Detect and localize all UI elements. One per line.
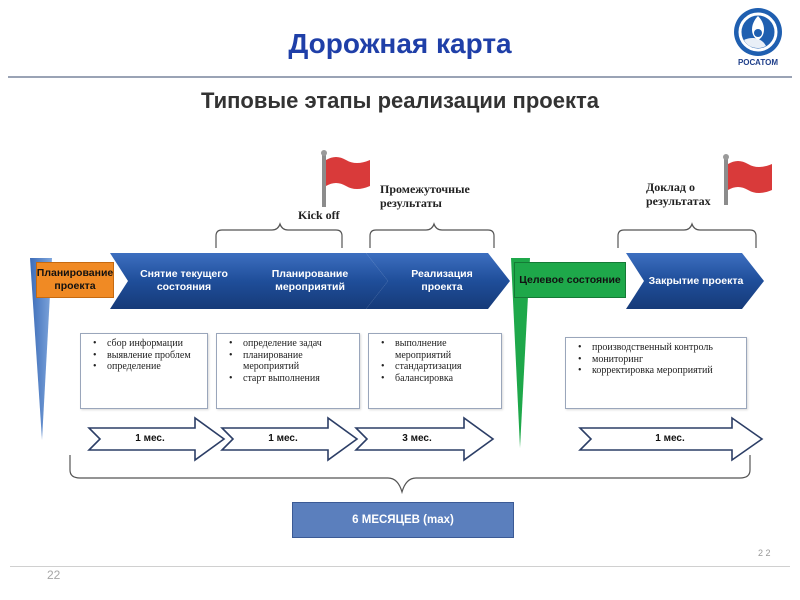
- kickoff-label: Kick off: [298, 208, 340, 222]
- list-item: производственный контроль: [578, 342, 746, 354]
- chevron-activity-planning: [226, 253, 388, 309]
- brace-report: [617, 222, 757, 248]
- report-results-label: Доклад о результатах: [646, 180, 711, 208]
- page-number: 22: [47, 568, 61, 582]
- brace-intermediate: [369, 222, 495, 248]
- logo-text: РОСАТОМ: [738, 58, 778, 67]
- flag-icon: [321, 150, 370, 207]
- chevron-closing: [626, 253, 764, 309]
- start-wedge: [30, 258, 52, 440]
- footnote-mark: 2 2: [758, 548, 771, 558]
- header-divider: [8, 76, 792, 78]
- duration-arrow: [354, 416, 495, 462]
- list-item: выполнение мероприятий: [381, 338, 501, 361]
- list-item: балансировка: [381, 373, 501, 385]
- duration-label: 1 мес.: [655, 433, 685, 444]
- details-closing: производственный контроль мониторинг кор…: [565, 337, 747, 409]
- target-wedge: [511, 258, 530, 448]
- phase-activity-planning-label: Планирование мероприятий: [271, 268, 349, 293]
- chevron-implementation: [366, 253, 510, 309]
- duration-arrow: [578, 416, 764, 462]
- duration-label: 1 мес.: [268, 433, 298, 444]
- duration-label: 3 мес.: [402, 433, 432, 444]
- chevron-current-state: [110, 253, 250, 309]
- rosatom-logo-icon: [722, 6, 794, 72]
- duration-arrow: [220, 416, 359, 462]
- details-implementation: выполнение мероприятий стандартизация ба…: [368, 333, 502, 409]
- footer-divider: [10, 566, 790, 567]
- duration-arrow: [87, 416, 226, 462]
- phase-closing-label: Закрытие проекта: [648, 274, 744, 287]
- list-item: старт выполнения: [229, 373, 359, 385]
- phase-current-state-label: Снятие текущего состояния: [140, 268, 228, 293]
- duration-label: 1 мес.: [135, 433, 165, 444]
- list-item: сбор информации: [93, 338, 207, 350]
- details-activity-planning: определение задач планирование мероприят…: [216, 333, 360, 409]
- phase-planning: Планирование проекта: [36, 262, 114, 298]
- list-item: выявление проблем: [93, 350, 207, 362]
- details-current-state: сбор информации выявление проблем опреде…: [80, 333, 208, 409]
- total-duration-box: 6 МЕСЯЦЕВ (max): [292, 502, 514, 538]
- intermediate-results-label: Промежуточные результаты: [380, 182, 470, 210]
- flag-icon: [723, 154, 772, 205]
- brace-total: [69, 455, 751, 495]
- list-item: корректировка мероприятий: [578, 365, 746, 377]
- page-title: Дорожная карта: [288, 28, 512, 59]
- list-item: определение задач: [229, 338, 359, 350]
- phase-implementation-label: Реализация проекта: [411, 268, 473, 293]
- phase-target-state: Целевое состояние: [514, 262, 626, 298]
- list-item: определение: [93, 361, 207, 373]
- list-item: мониторинг: [578, 354, 746, 366]
- page-subtitle: Типовые этапы реализации проекта: [201, 88, 599, 113]
- list-item: стандартизация: [381, 361, 501, 373]
- list-item: планирование мероприятий: [229, 350, 359, 373]
- brace-kickoff: [215, 222, 343, 248]
